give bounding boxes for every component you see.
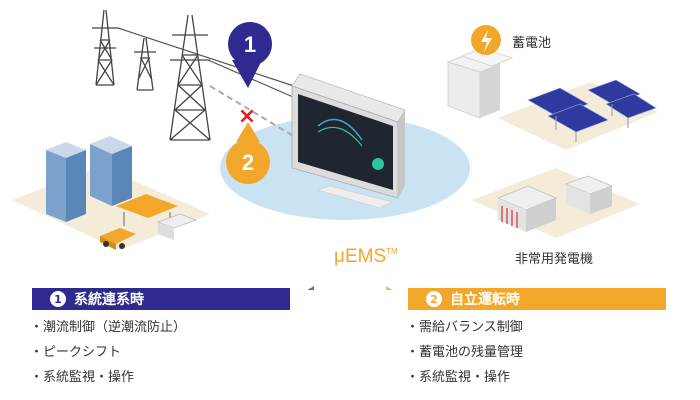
- monitor-icon: [291, 73, 406, 209]
- product-label: μEMSTM: [334, 246, 398, 267]
- marker-grid: 1: [228, 22, 272, 88]
- list-item: 需給バランス制御: [406, 318, 523, 343]
- list-item: ピークシフト: [30, 343, 186, 368]
- system-illustration: 1 × 2 蓄電池: [12, 9, 658, 290]
- marker-grid-number: 1: [244, 32, 256, 57]
- list-item: 系統監視・操作: [406, 368, 523, 393]
- island-feature-list: 需給バランス制御 蓄電池の残量管理 系統監視・操作: [406, 318, 523, 393]
- marker-island: 2: [226, 122, 270, 184]
- transmission-tower-icon: [92, 9, 211, 141]
- solar-panel-icon: [498, 79, 658, 150]
- gas-station-icon: [116, 194, 198, 240]
- battery-icon: [446, 25, 514, 119]
- list-item: 潮流制御（逆潮流防止）: [30, 318, 186, 343]
- battery-label: 蓄電池: [512, 36, 551, 51]
- mode-grid-number: 1: [50, 291, 66, 307]
- product-trademark: TM: [386, 247, 398, 256]
- generator-label: 非常用発電機: [515, 252, 593, 267]
- generator-icon: [472, 168, 640, 238]
- power-line: [117, 27, 301, 101]
- grid-feature-list: 潮流制御（逆潮流防止） ピークシフト 系統監視・操作: [30, 318, 186, 393]
- mode-bar-island: 2 自立運転時: [408, 288, 666, 310]
- product-name: μEMS: [334, 246, 386, 267]
- mode-island-title: 自立運転時: [450, 292, 520, 308]
- list-item: 系統監視・操作: [30, 368, 186, 393]
- marker-island-number: 2: [242, 150, 254, 175]
- disconnect-icon: ×: [238, 104, 256, 129]
- mode-island-number: 2: [426, 291, 442, 307]
- mode-switch-arrow: [307, 286, 393, 290]
- list-item: 蓄電池の残量管理: [406, 343, 523, 368]
- disconnected-line: [209, 85, 301, 141]
- car-icon: [100, 228, 136, 250]
- mode-bar-grid: 1 系統連系時: [32, 288, 290, 310]
- mode-grid-title: 系統連系時: [74, 292, 144, 308]
